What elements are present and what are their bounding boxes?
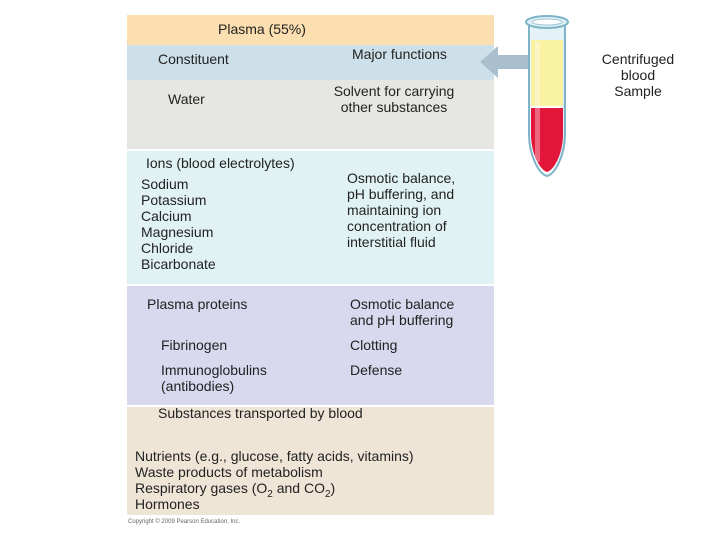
copyright-text: Copyright © 2009 Pearson Education, Inc. bbox=[128, 519, 241, 525]
substances-title: Substances transported by blood bbox=[158, 405, 363, 421]
gases-subscript-2: 2 bbox=[324, 488, 331, 500]
ions-band bbox=[127, 150, 494, 285]
ions-label: Ions (blood electrolytes) bbox=[146, 155, 295, 171]
immunoglobulins-label: Immunoglobulins (antibodies) bbox=[161, 362, 267, 394]
gases-suffix: ) bbox=[330, 480, 336, 496]
band-divider bbox=[127, 149, 494, 151]
fibrinogen-label: Fibrinogen bbox=[161, 337, 228, 353]
gases-prefix: Respiratory gases (O bbox=[135, 480, 268, 496]
nutrients-item: Nutrients (e.g., glucose, fatty acids, v… bbox=[135, 448, 414, 464]
constituent-header: Constituent bbox=[158, 51, 229, 67]
tube-label: Centrifuged blood Sample bbox=[601, 51, 675, 99]
major-functions-header: Major functions bbox=[352, 46, 447, 62]
respiratory-gases-item: Respiratory gases (O2 and CO2) bbox=[135, 480, 335, 503]
gases-mid: and CO bbox=[272, 480, 325, 496]
test-tube bbox=[525, 15, 569, 178]
proteins-band bbox=[127, 285, 494, 405]
water-label: Water bbox=[168, 91, 205, 107]
water-function: Solvent for carrying other substances bbox=[333, 83, 455, 115]
band-divider bbox=[127, 284, 494, 286]
hormones-item: Hormones bbox=[135, 496, 200, 512]
pointer-arrow bbox=[480, 46, 530, 78]
ions-function: Osmotic balance, pH buffering, and maint… bbox=[347, 170, 456, 250]
proteins-label: Plasma proteins bbox=[147, 296, 248, 312]
plasma-title: Plasma (55%) bbox=[218, 21, 306, 37]
ions-list: Sodium Potassium Calcium Magnesium Chlor… bbox=[141, 176, 216, 272]
immunoglobulins-function: Defense bbox=[350, 362, 403, 378]
title-band bbox=[127, 15, 494, 45]
gases-subscript-1: 2 bbox=[267, 488, 273, 500]
substances-band bbox=[127, 405, 494, 515]
header-band bbox=[127, 45, 494, 80]
fibrinogen-function: Clotting bbox=[350, 337, 398, 353]
water-band bbox=[127, 80, 494, 150]
waste-item: Waste products of metabolism bbox=[135, 464, 323, 480]
band-divider bbox=[127, 405, 494, 407]
proteins-function: Osmotic balance and pH buffering bbox=[350, 296, 455, 328]
